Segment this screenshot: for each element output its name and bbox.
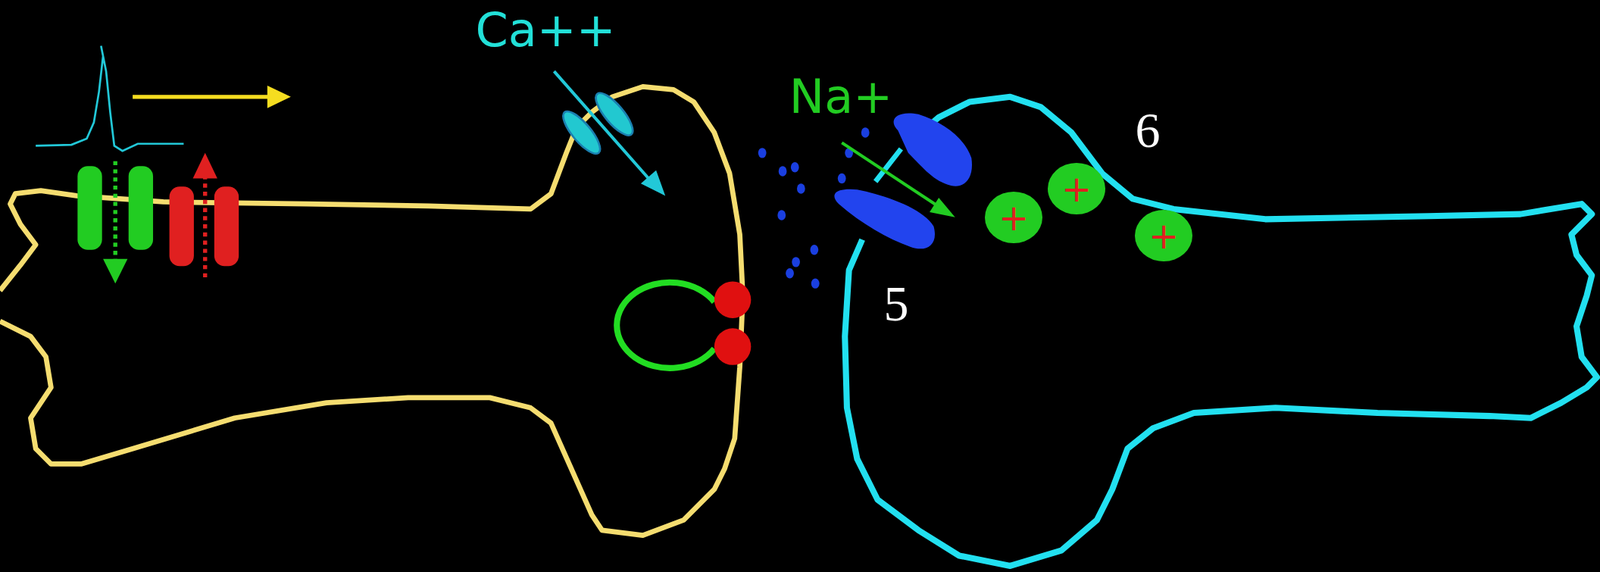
potassium-flow-arrow (203, 173, 207, 278)
cation-circle: + (984, 191, 1043, 244)
charge-sign: + (1061, 170, 1092, 207)
cation-circle: + (1047, 162, 1106, 215)
sodium-influx-arrowhead (929, 197, 956, 218)
sodium-influx-arrow (841, 142, 941, 208)
potassium-channel (214, 186, 239, 266)
calcium-channel (590, 87, 639, 141)
ion-label: Ca++ (475, 6, 616, 54)
propagation-arrow (132, 94, 276, 99)
sodium-channel (77, 165, 102, 250)
callout-number: 6 (1135, 105, 1161, 156)
postsynaptic-outline (844, 96, 1597, 566)
propagation-arrowhead (267, 85, 291, 109)
synaptic-vesicle (616, 282, 715, 369)
presynaptic-outline (0, 86, 744, 535)
ion-label: Na+ (789, 73, 893, 121)
sodium-flow-arrowhead (103, 259, 128, 284)
receptor-pore (875, 148, 902, 182)
receptor (893, 113, 972, 187)
docking-protein (714, 281, 751, 318)
charge-sign: + (998, 199, 1029, 236)
cation-circle: + (1134, 209, 1193, 262)
callout-number: 5 (884, 278, 910, 329)
calcium-flow-arrowhead (640, 170, 666, 197)
potassium-channel (169, 186, 194, 266)
potassium-flow-arrowhead (193, 153, 218, 179)
calcium-flow-arrow (553, 71, 654, 184)
docking-protein (714, 328, 751, 365)
calcium-channel (557, 106, 607, 159)
charge-sign: + (1148, 217, 1179, 254)
receptor (834, 189, 935, 250)
sodium-channel (128, 165, 154, 250)
sodium-flow-arrow (113, 161, 118, 264)
